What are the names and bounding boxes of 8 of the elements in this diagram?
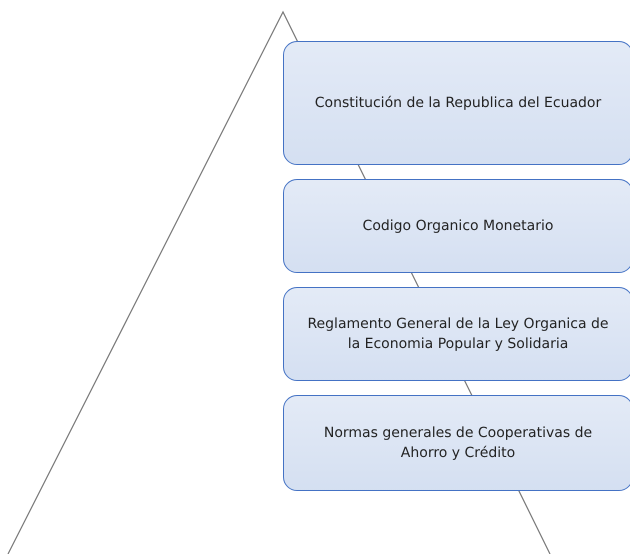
level-text: Codigo Organico Monetario: [362, 217, 554, 236]
level-text: Constitución de la Republica del Ecuador: [314, 94, 602, 113]
level-text: Reglamento General de la Ley Organica de la Economia Popular y Solidaria: [306, 315, 610, 354]
level-box: [283, 41, 630, 165]
level-box: [283, 179, 630, 273]
level-text: Normas generales de Cooperativas de Ahorro y Crédito: [322, 424, 594, 463]
level-box: [283, 395, 630, 491]
level-box: [283, 287, 630, 381]
